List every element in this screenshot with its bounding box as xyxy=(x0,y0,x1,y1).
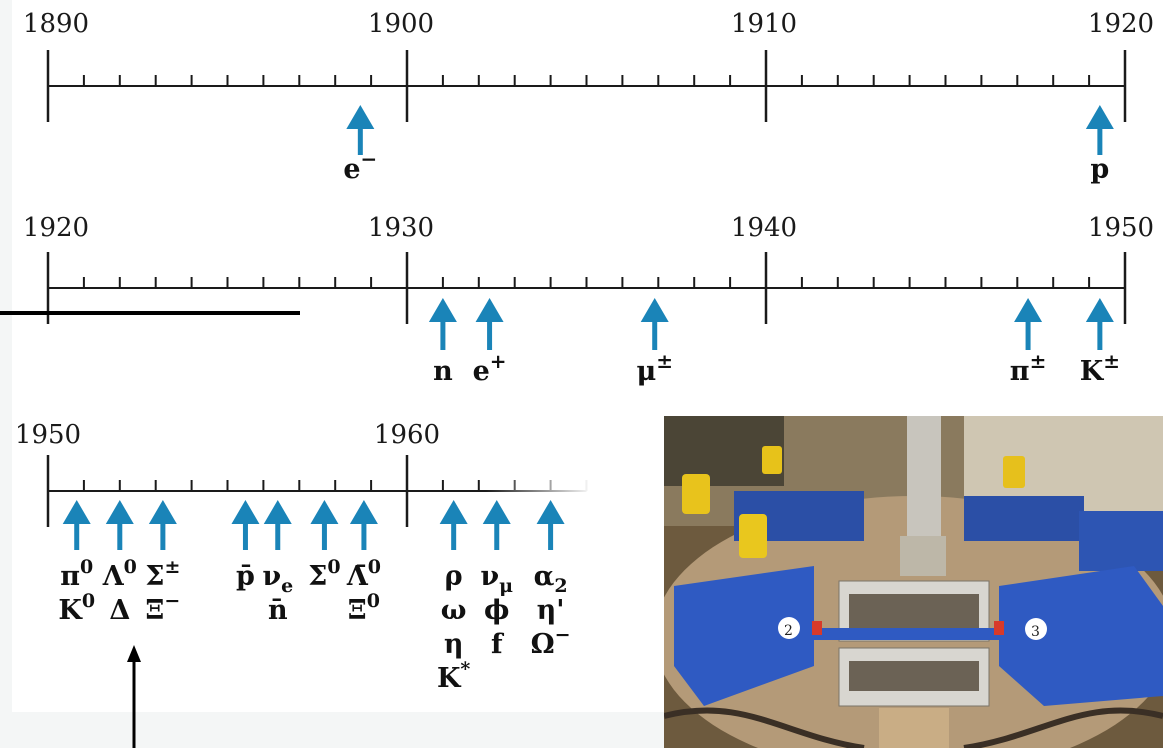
particle-label: α2 xyxy=(534,561,568,597)
particle-label: Λ̄0 xyxy=(346,556,381,592)
year-label: 1930 xyxy=(368,213,434,243)
particle-label: Ω− xyxy=(531,624,571,660)
particle-label: π0 xyxy=(60,556,93,592)
discovery-arrow xyxy=(428,298,457,350)
particle-column: Λ0Δ xyxy=(102,556,137,626)
year-label: 1920 xyxy=(1088,9,1154,39)
particle-column: νen̄ xyxy=(262,561,293,626)
particle-label: Λ0 xyxy=(102,556,137,592)
discovery-arrow xyxy=(439,500,468,550)
annotation-arrow xyxy=(127,645,141,748)
particle-label: π± xyxy=(1010,349,1047,387)
particle-label: ϕ xyxy=(484,595,509,626)
particle-label: η' xyxy=(537,595,565,626)
discovery-arrow xyxy=(310,500,339,550)
discovery-arrow xyxy=(536,500,565,550)
particle-label: Σ± xyxy=(145,556,180,592)
particle-accelerator-photo: 2 3 xyxy=(664,416,1163,748)
particle-label: Σ0 xyxy=(308,556,340,592)
timeline-axis xyxy=(46,50,1127,122)
discovery-arrow xyxy=(231,500,260,550)
particle-label: K* xyxy=(437,658,470,694)
particle-label: K± xyxy=(1080,349,1120,387)
particle-label: e+ xyxy=(473,349,507,387)
particle-label: p̄ xyxy=(236,561,255,592)
discovery-arrow xyxy=(105,500,134,550)
svg-text:2: 2 xyxy=(784,623,793,639)
year-label: 1910 xyxy=(731,9,797,39)
particle-label: ω xyxy=(441,595,467,626)
particle-column: Σ0 xyxy=(308,556,340,592)
particle-label: η xyxy=(444,629,464,660)
discovery-arrow xyxy=(1085,298,1114,350)
particle-label: νμ xyxy=(480,561,513,597)
year-label: 1950 xyxy=(15,420,81,450)
discovery-arrow xyxy=(1014,298,1043,350)
particle-label: K0 xyxy=(58,590,95,626)
year-label: 1890 xyxy=(23,9,89,39)
discovery-arrow xyxy=(475,298,504,350)
particle-column: α2η'Ω− xyxy=(531,561,571,660)
particle-label: Ξ0 xyxy=(348,590,380,626)
discovery-arrow xyxy=(62,500,91,550)
timeline-axis xyxy=(46,252,1127,324)
particle-column: p̄ xyxy=(236,561,255,592)
particle-label: f xyxy=(491,629,505,660)
particle-label: μ± xyxy=(636,349,673,387)
discovery-arrow xyxy=(1085,105,1114,155)
discovery-arrow xyxy=(148,500,177,550)
particle-label: n xyxy=(433,356,453,387)
timeline-row-1890-1920: 1890 1900 1910 1920 e− p xyxy=(23,9,1154,185)
particle-label: ρ xyxy=(445,561,463,592)
year-label: 1950 xyxy=(1088,213,1154,243)
discovery-arrow xyxy=(346,105,375,155)
discovery-arrow xyxy=(482,500,511,550)
particle-label: Δ xyxy=(109,595,130,626)
annotation-lines xyxy=(0,311,300,748)
year-label: 1940 xyxy=(731,213,797,243)
particle-label: Ξ− xyxy=(145,590,180,626)
year-label: 1900 xyxy=(368,9,434,39)
timeline-row-1920-1950: 1920 1930 1940 1950 n e+ μ± π± K± xyxy=(23,213,1154,387)
particle-label: p xyxy=(1090,154,1109,185)
svg-text:3: 3 xyxy=(1031,624,1040,640)
discovery-arrow xyxy=(640,298,669,350)
particle-column: Σ±Ξ− xyxy=(145,556,180,626)
particle-label: n̄ xyxy=(268,595,288,626)
discovery-arrow xyxy=(349,500,378,550)
particle-label: νe xyxy=(262,561,293,597)
particle-label: e− xyxy=(343,147,377,185)
year-label: 1960 xyxy=(374,420,440,450)
discovery-arrow xyxy=(263,500,292,550)
particle-column: Λ̄0Ξ0 xyxy=(346,556,381,626)
year-label: 1920 xyxy=(23,213,89,243)
